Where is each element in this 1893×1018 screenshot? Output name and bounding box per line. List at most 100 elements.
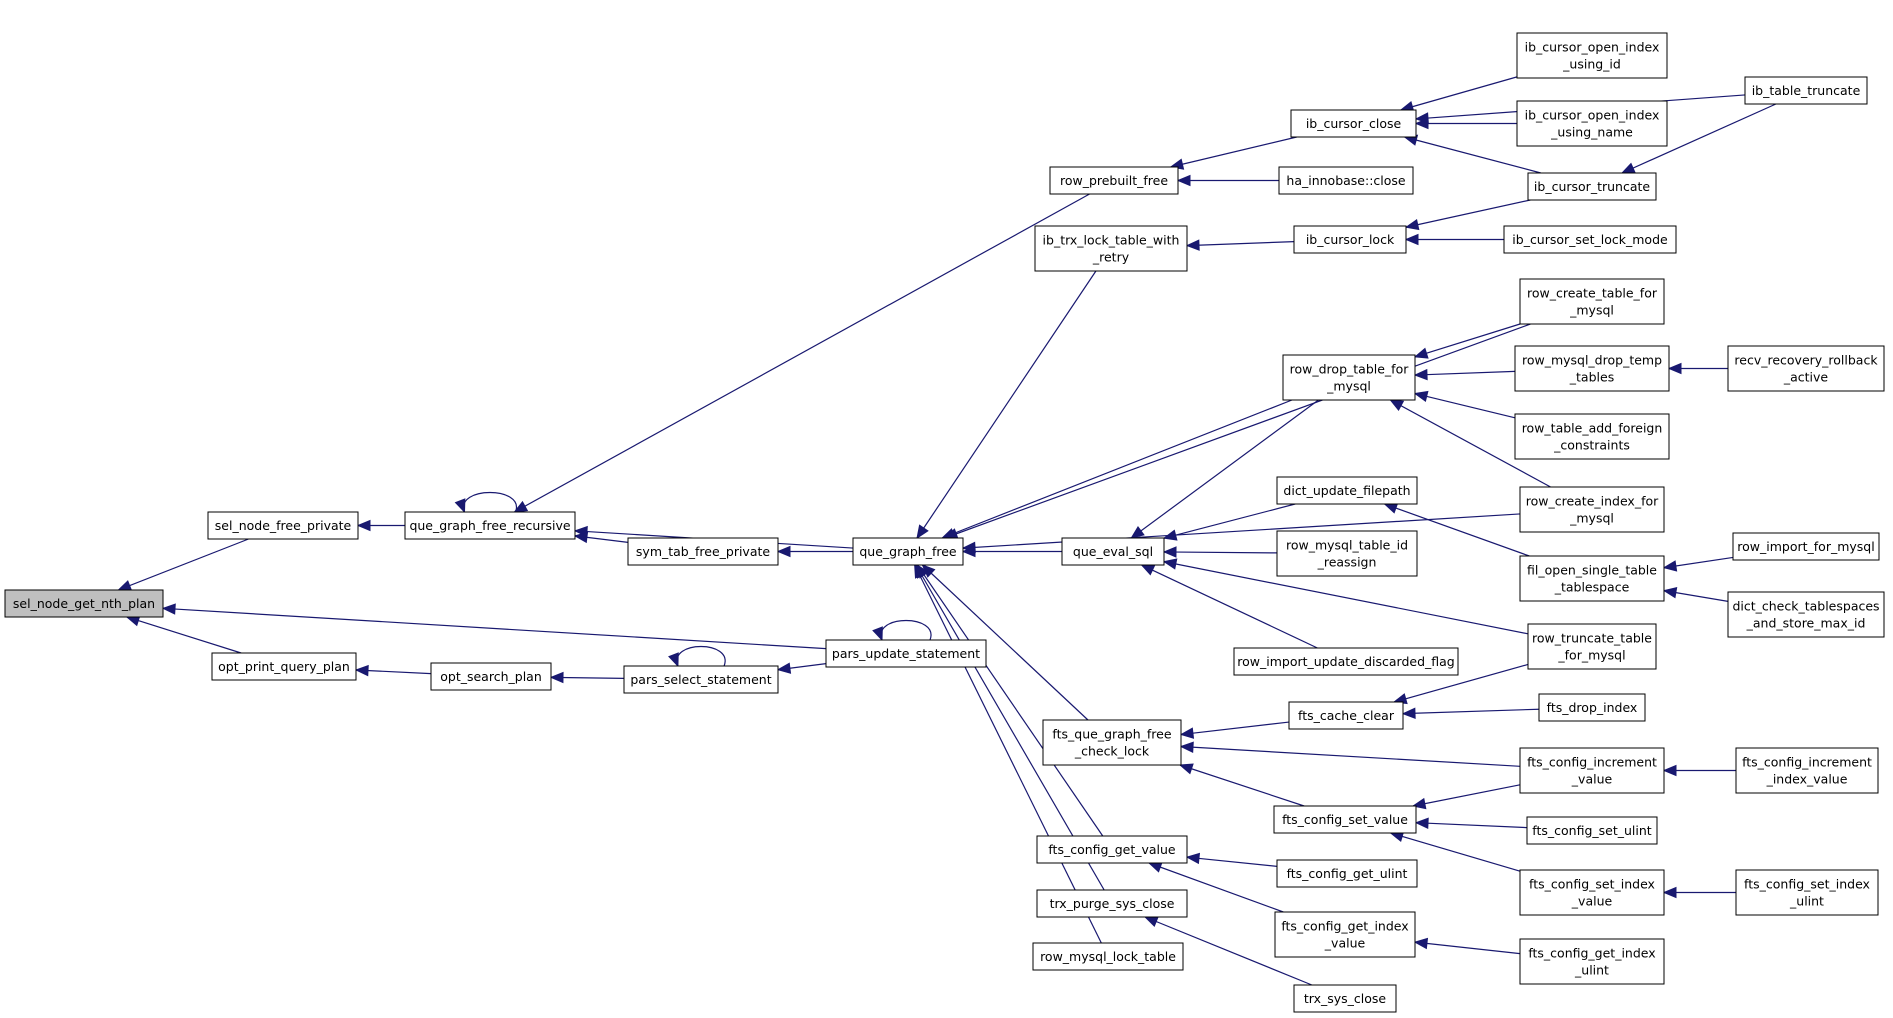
node-row-create-index-for-mysql[interactable]: row_create_index_for_mysql xyxy=(1519,486,1665,533)
edge-row-truncate-table-for-mysql-to-que-eval-sql-line xyxy=(1163,561,1529,635)
node-pars-select-statement[interactable]: pars_select_statement xyxy=(623,665,779,694)
node-row-truncate-table-for-mysql[interactable]: row_truncate_table_for_mysql xyxy=(1527,623,1657,670)
node-label: fts_config_increment xyxy=(1742,755,1872,770)
node-que-eval-sql[interactable]: que_eval_sql xyxy=(1061,537,1165,566)
node-row-drop-table-for-mysql[interactable]: row_drop_table_for_mysql xyxy=(1282,354,1416,401)
edge-fts-config-increment-value-to-fts-que-graph-free-check-lock-arrowhead xyxy=(1179,741,1194,753)
node-box xyxy=(1032,942,1184,971)
node-row-table-add-foreign-constraints[interactable]: row_table_add_foreign_constraints xyxy=(1514,413,1670,460)
node-fts-config-get-ulint[interactable]: fts_config_get_ulint xyxy=(1276,859,1418,888)
node-label: _check_lock xyxy=(1074,744,1150,759)
node-recv-recovery-rollback-active[interactable]: recv_recovery_rollback_active xyxy=(1727,345,1885,392)
node-box xyxy=(1735,869,1879,916)
node-label: ib_cursor_set_lock_mode xyxy=(1512,232,1668,247)
edge-row-prebuilt-free-to-que-graph-free-recursive-arrowhead xyxy=(513,500,529,513)
node-label: fts_config_get_value xyxy=(1048,842,1176,857)
node-label: _reassign xyxy=(1317,555,1377,570)
node-ib-cursor-lock[interactable]: ib_cursor_lock xyxy=(1293,225,1407,254)
edge-row-prebuilt-free-to-que-graph-free-recursive xyxy=(513,193,1090,513)
node-ib-table-truncate[interactable]: ib_table_truncate xyxy=(1744,76,1868,105)
node-ib-cursor-close[interactable]: ib_cursor_close xyxy=(1290,109,1417,138)
edge-ib-cursor-truncate-to-ib-cursor-lock xyxy=(1404,199,1531,231)
node-row-create-table-for-mysql[interactable]: row_create_table_for _mysql xyxy=(1519,278,1665,325)
node-label: fts_cache_clear xyxy=(1298,708,1395,723)
node-box xyxy=(627,537,779,566)
node-label: dict_check_tablespaces xyxy=(1732,599,1879,614)
node-label: _and_store_max_id xyxy=(1746,616,1866,631)
node-fts-config-get-index-value[interactable]: fts_config_get_index_value xyxy=(1274,911,1416,958)
node-row-mysql-table-id-reassign[interactable]: row_mysql_table_id_reassign xyxy=(1276,530,1418,577)
node-sel-node-free-private[interactable]: sel_node_free_private xyxy=(207,511,359,540)
node-label: _value xyxy=(1571,772,1613,787)
edge-ib-cursor-set-lock-mode-to-ib-cursor-lock-arrowhead xyxy=(1404,233,1419,246)
node-trx-purge-sys-close[interactable]: trx_purge_sys_close xyxy=(1036,889,1188,918)
edge-row-create-index-for-mysql-to-que-graph-free xyxy=(961,513,1521,554)
edge-pars-select-statement-to-pars-select-statement-line xyxy=(676,645,726,667)
node-label: _mysql xyxy=(1569,303,1614,318)
edge-ib-cursor-open-index-using-id-to-ib-cursor-close xyxy=(1399,76,1518,113)
node-dict-update-filepath[interactable]: dict_update_filepath xyxy=(1276,476,1418,505)
edge-opt-print-query-plan-to-sel-node-get-nth-plan xyxy=(125,615,242,654)
node-ib-cursor-open-index-using-name[interactable]: ib_cursor_open_index_using_name xyxy=(1516,100,1668,147)
node-box xyxy=(1744,76,1868,105)
node-row-import-for-mysql[interactable]: row_import_for_mysql xyxy=(1732,532,1880,561)
node-box xyxy=(1519,278,1665,325)
node-opt-search-plan[interactable]: opt_search_plan xyxy=(430,662,552,691)
node-label: que_graph_free xyxy=(859,544,957,559)
node-ib-trx-lock-table-with-retry[interactable]: ib_trx_lock_table_with_retry xyxy=(1034,225,1188,272)
node-que-graph-free-recursive[interactable]: que_graph_free_recursive xyxy=(404,511,576,540)
node-dict-check-tablespaces-and-store-max-id[interactable]: dict_check_tablespaces _and_store_max_id xyxy=(1727,591,1885,638)
node-fts-cache-clear[interactable]: fts_cache_clear xyxy=(1288,701,1404,730)
node-opt-print-query-plan[interactable]: opt_print_query_plan xyxy=(211,652,357,681)
edge-row-create-table-for-mysql-to-que-graph-free xyxy=(943,323,1531,540)
edge-dict-update-filepath-to-que-eval-sql-line xyxy=(1163,503,1296,539)
edges-layer xyxy=(117,76,1777,986)
node-que-graph-free[interactable]: que_graph_free xyxy=(852,537,964,566)
node-row-prebuilt-free[interactable]: row_prebuilt_free xyxy=(1049,166,1179,195)
node-fts-config-get-index-ulint[interactable]: fts_config_get_index_ulint xyxy=(1519,938,1665,985)
edge-pars-select-statement-to-pars-select-statement xyxy=(668,645,726,668)
node-ib-cursor-set-lock-mode[interactable]: ib_cursor_set_lock_mode xyxy=(1503,225,1677,254)
node-fts-que-graph-free-check-lock[interactable]: fts_que_graph_free_check_lock xyxy=(1042,719,1182,766)
node-fts-config-set-value[interactable]: fts_config_set_value xyxy=(1273,805,1417,834)
node-box xyxy=(1034,225,1188,272)
node-fts-config-set-ulint[interactable]: fts_config_set_ulint xyxy=(1526,816,1658,845)
node-row-import-update-discarded-flag[interactable]: row_import_update_discarded_flag xyxy=(1233,647,1459,676)
node-label: row_truncate_table xyxy=(1532,631,1652,646)
edge-fts-cache-clear-to-fts-que-graph-free-check-lock xyxy=(1179,721,1290,739)
node-fts-drop-index[interactable]: fts_drop_index xyxy=(1538,693,1646,722)
edge-pars-update-statement-to-pars-select-statement xyxy=(776,662,827,674)
node-fts-config-set-index-ulint[interactable]: fts_config_set_index_ulint xyxy=(1735,869,1879,916)
node-fts-config-set-index-value[interactable]: fts_config_set_index_value xyxy=(1519,869,1665,916)
nodes-layer: sel_node_get_nth_plan sel_node_free_priva… xyxy=(4,32,1885,1013)
node-ib-cursor-open-index-using-id[interactable]: ib_cursor_open_index_using_id xyxy=(1516,32,1668,79)
node-sym-tab-free-private[interactable]: sym_tab_free_private xyxy=(627,537,779,566)
edge-opt-search-plan-to-opt-print-query-plan-line xyxy=(355,669,432,675)
node-fil-open-single-table-tablespace[interactable]: fil_open_single_table_tablespace xyxy=(1519,555,1665,602)
edge-fts-config-increment-value-to-fts-que-graph-free-check-lock-line xyxy=(1180,745,1521,767)
node-trx-sys-close[interactable]: trx_sys_close xyxy=(1293,984,1397,1013)
node-box xyxy=(1538,693,1646,722)
edge-pars-update-statement-to-pars-select-statement-arrowhead xyxy=(776,662,792,674)
node-box xyxy=(1732,532,1880,561)
node-pars-update-statement[interactable]: pars_update_statement xyxy=(825,639,987,668)
node-label: _ulint xyxy=(1574,963,1609,978)
node-label: row_create_table_for xyxy=(1527,286,1658,301)
edge-fts-config-get-index-value-to-fts-config-get-value xyxy=(1147,861,1284,913)
node-fts-config-get-value[interactable]: fts_config_get_value xyxy=(1036,835,1188,864)
node-label: _mysql xyxy=(1326,379,1371,394)
node-ib-cursor-truncate[interactable]: ib_cursor_truncate xyxy=(1527,172,1657,201)
node-row-mysql-drop-temp-tables[interactable]: row_mysql_drop_temp_tables xyxy=(1514,345,1670,392)
node-fts-config-increment-index-value[interactable]: fts_config_increment_index_value xyxy=(1735,747,1879,794)
edge-ib-cursor-lock-to-ib-trx-lock-table-with-retry-line xyxy=(1186,241,1295,247)
node-sel-node-get-nth-plan[interactable]: sel_node_get_nth_plan xyxy=(4,589,164,618)
edge-fts-config-increment-index-value-to-fts-config-increment-value xyxy=(1662,764,1736,777)
edge-que-graph-free-recursive-to-que-graph-free-recursive xyxy=(454,491,517,514)
node-ha-innobase-close[interactable]: ha_innobase::close xyxy=(1278,166,1414,195)
node-box xyxy=(1278,166,1414,195)
node-fts-config-increment-value[interactable]: fts_config_increment_value xyxy=(1519,747,1665,794)
edge-ib-cursor-close-to-row-prebuilt-free-line xyxy=(1170,136,1297,168)
node-row-mysql-lock-table[interactable]: row_mysql_lock_table xyxy=(1032,942,1184,971)
node-label: fts_config_get_ulint xyxy=(1287,866,1408,881)
